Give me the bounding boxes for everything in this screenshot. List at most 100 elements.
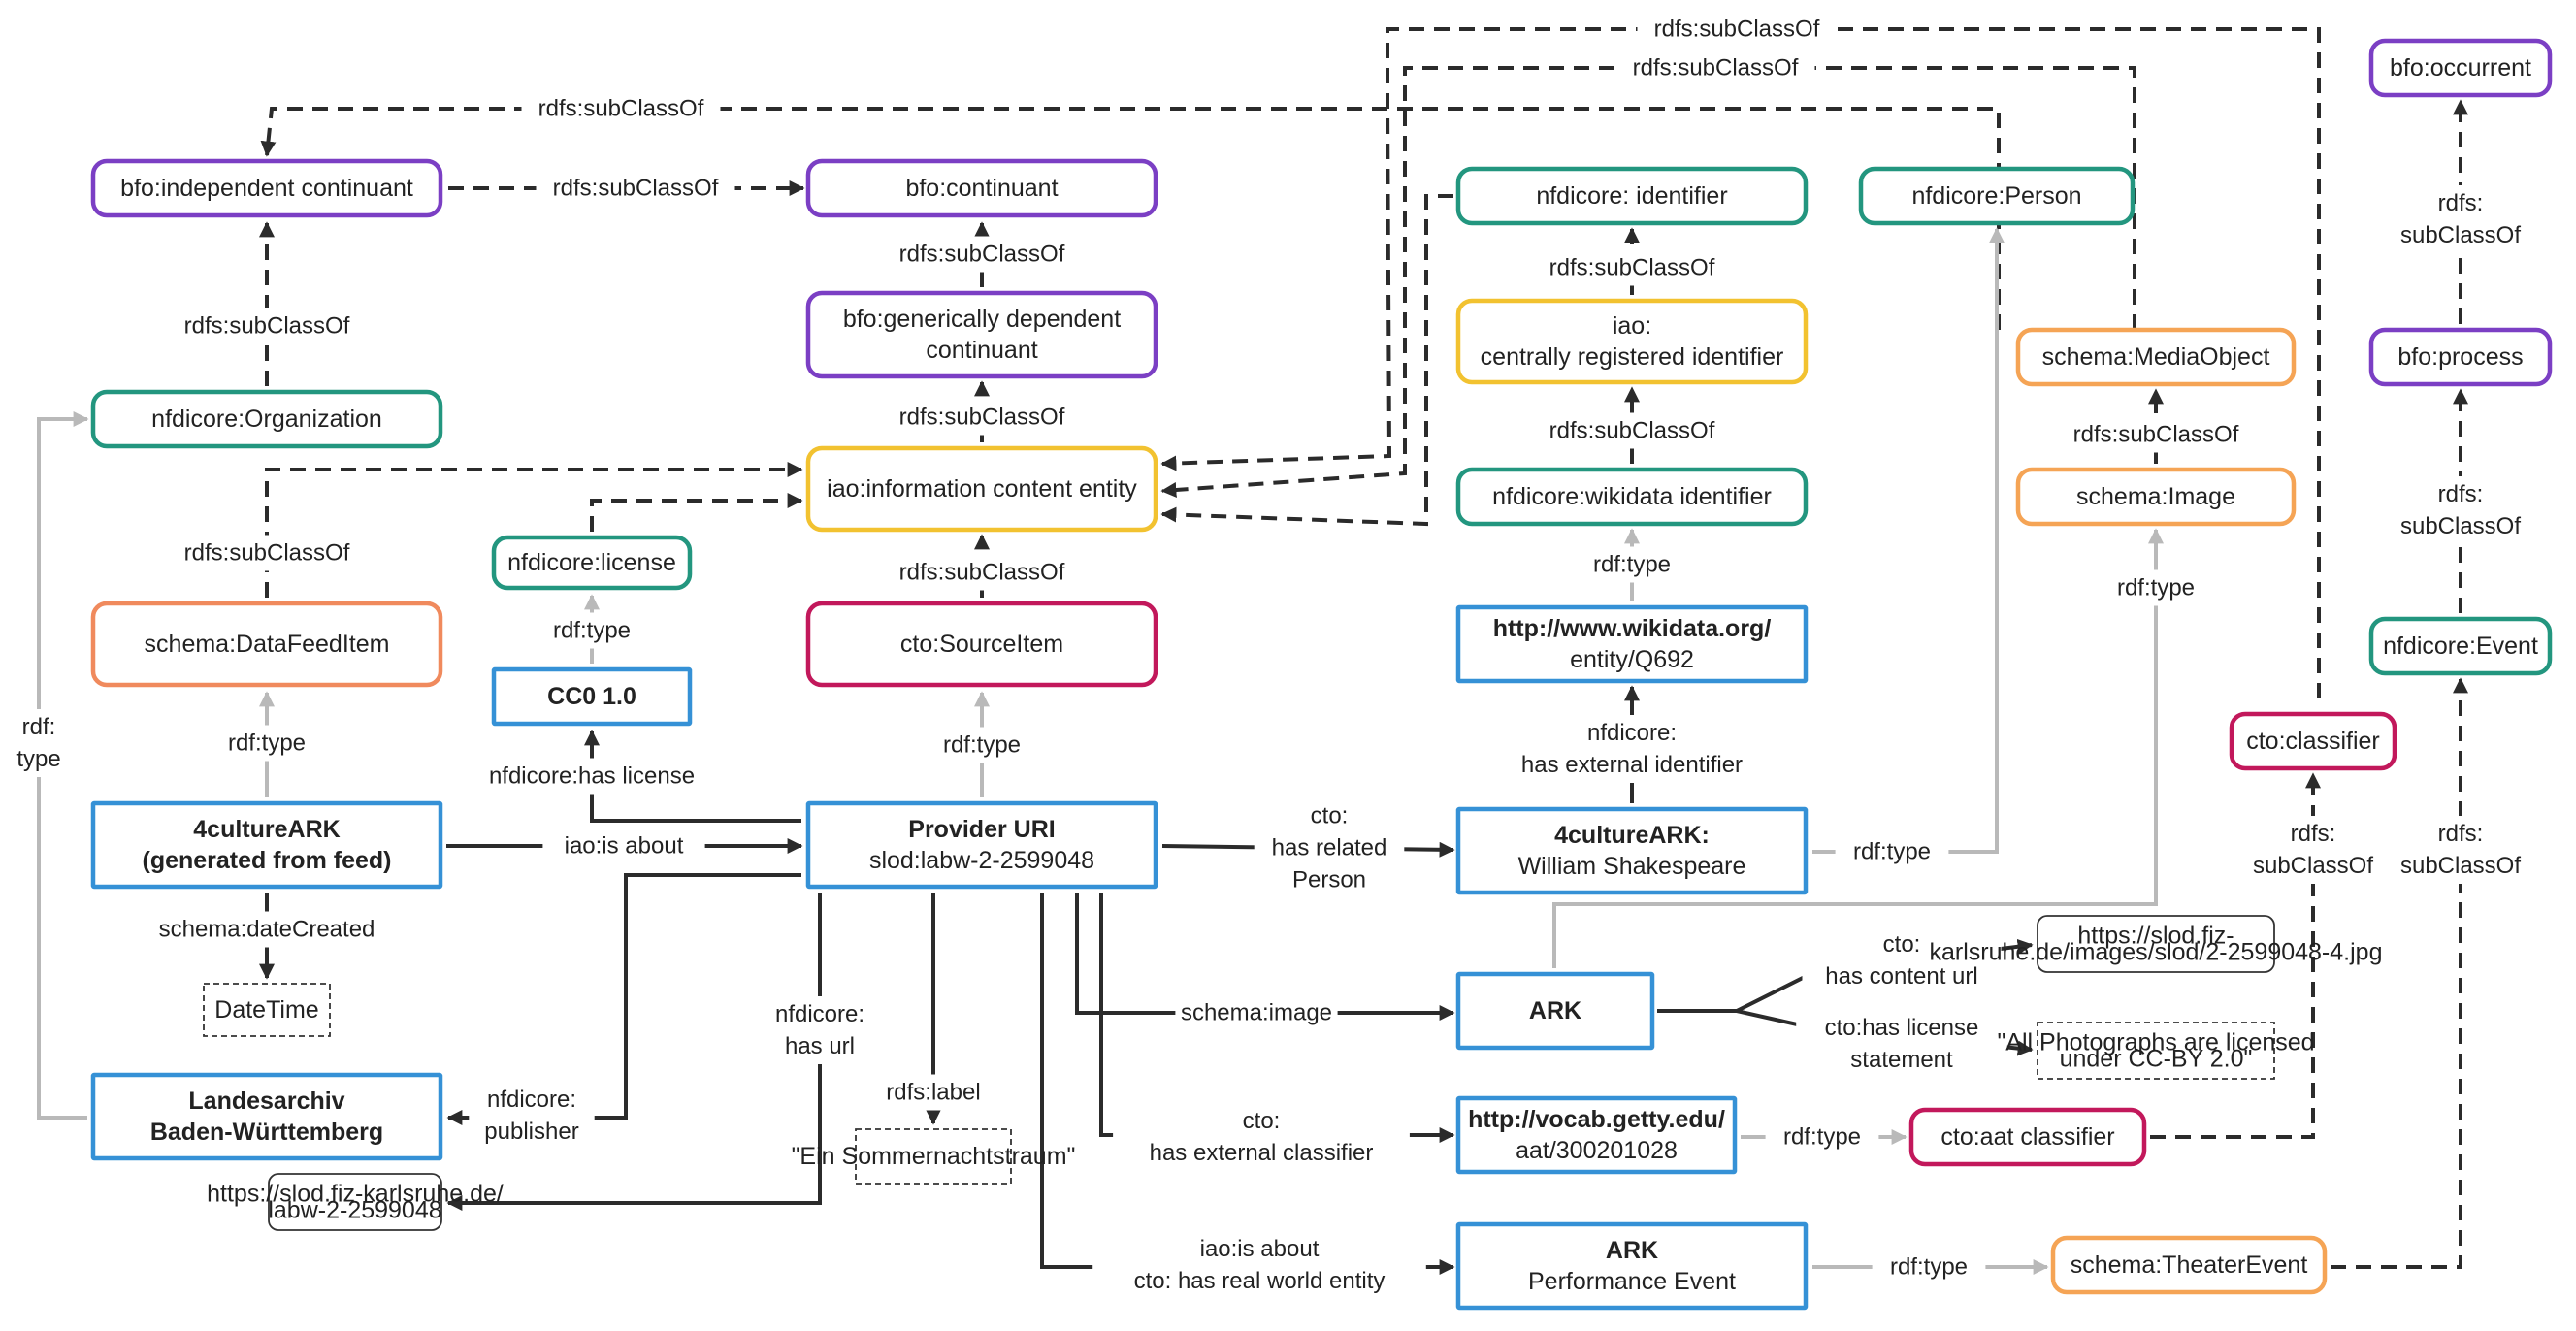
edge-label-text: schema:image [1181,1000,1332,1026]
edge-label-bg [536,170,735,207]
edge-label-bg [542,828,705,864]
node-label: aat/300201028 [1516,1137,1678,1164]
edge-label-text: has external classifier [1150,1140,1374,1166]
edge-label-bg [535,612,649,649]
node-label: CC0 1.0 [547,683,636,710]
edge-label-text: rdf:type [1853,839,1931,865]
node-label: bfo:independent continuant [120,175,413,202]
edge-label-bg [1796,1010,2007,1078]
edge-label-text: rdfs:subClassOf [1633,55,1799,81]
node-label: http://vocab.getty.edu/ [1468,1106,1725,1133]
node-label: slod:labw-2-2599048 [869,847,1094,874]
edge-label-bg [864,1074,1002,1111]
node-label: bfo:occurrent [2390,54,2531,81]
edge-label-text: rdfs:label [886,1080,980,1106]
node-getty-aat: http://vocab.getty.edu/aat/300201028 [1455,1095,1738,1175]
edge-label-bg [469,1082,595,1150]
edge-label-text: rdfs:subClassOf [553,176,719,202]
edge-label-bg [1802,926,2002,994]
edge-label-bg [2392,185,2529,253]
edge-label-text: rdfs:subClassOf [899,242,1065,268]
edge-label-ext-identifier: nfdicore:has external identifier [1484,715,1780,783]
edge-label-src-to-ice: rdfs:subClassOf [882,554,1082,591]
edge-label-text: schema:dateCreated [159,917,375,943]
edge-connector-31 [1552,528,2164,968]
edge-label-text: rdfs:subClassOf [1654,16,1820,43]
edge-label-gdc-to-cont: rdfs:subClassOf [882,236,1082,273]
node-label: entity/Q692 [1570,646,1694,673]
edge-label-bg [167,308,367,344]
edge-label-aat-type: rdf:type [1765,1119,1879,1155]
edge-connector-39 [2331,677,2468,1269]
node-iao-cri: iao:centrally registered identifier [1455,298,1809,385]
node-iao-ice: iao:information content entity [805,445,1158,533]
node-label: karlsruhe.de/images/slod/2-2599048-4.jpg [1930,939,2383,966]
edge-label-shak-type: rdf:type [1835,833,1949,870]
edge-label-text: rdf:type [1783,1124,1861,1151]
node-label: ARK [1606,1237,1658,1264]
edge-label-text: cto: [1311,803,1349,829]
edge-label-bg [1575,546,1689,583]
node-label: continuant [926,337,1037,364]
node-ark-image: ARK [1455,971,1655,1051]
edge-label-bg [1484,715,1780,783]
edge-label-bg [882,236,1082,273]
edge-label-bg [1175,994,1338,1031]
edge-label-org-to-ic: rdfs:subClassOf [167,308,367,344]
edge-label-text: rdfs:subClassOf [1549,418,1715,444]
edge-label-text: has url [785,1033,855,1059]
edge-label-text: rdfs:subClassOf [538,96,704,122]
edge-label-text: has content url [1825,963,1977,990]
edge-label-date-created: schema:dateCreated [148,911,385,948]
edge-label-bg [1872,1249,1986,1285]
node-ark-feed: 4cultureARK(generated from feed) [90,800,443,890]
edge-connector-1 [1160,66,2136,498]
node-label: ARK [1529,997,1581,1024]
node-schema-image: schema:Image [2015,467,2297,527]
edge-connector-29 [1812,227,2005,854]
node-datetime: DateTime [203,983,331,1037]
edge-label-text: cto: has real world entity [1134,1268,1386,1294]
edge-connector-0 [1160,27,2321,698]
edge-label-text: rdf:type [553,618,631,644]
node-bfo-gdc: bfo:generically dependent continuant [805,290,1158,379]
node-label: schema:Image [2076,483,2235,510]
node-label: bfo:generically dependent [843,306,1121,333]
edge-label-text: rdf:type [228,730,306,757]
edge-label-text: rdfs: [2291,821,2336,847]
node-cto-classifier: cto:classifier [2229,711,2397,771]
edge-label-text: nfdicore: [487,1087,576,1113]
edge-label-bg [462,758,722,795]
edge-label-bg [2392,816,2529,884]
edge-label-bg [210,725,324,762]
edge-label-bg [882,554,1082,591]
nodes-layer: bfo:independent continuant bfo:continuant… [90,38,2553,1311]
edge-label-bg [1532,249,1732,286]
edge-label-text: subClassOf [2253,853,2373,879]
node-cto-aat-classifier: cto:aat classifier [1908,1107,2147,1167]
edge-connector-35 [2150,772,2321,1139]
edge-label-text: statement [1850,1047,1953,1073]
edge-label-ice-to-gdc: rdfs:subClassOf [882,399,1082,436]
node-content-url: https://slod.fiz-karlsruhe.de/images/slo… [1930,915,2383,973]
node-label: bfo:continuant [905,175,1058,202]
edge-label-proc-to-occ: rdfs:subClassOf [2392,185,2529,253]
edge-label-text: has external identifier [1521,752,1743,778]
node-nfdicore-wikidata: nfdicore:wikidata identifier [1455,467,1809,527]
edge-label-bg [148,911,385,948]
edge-label-classifier-sub: rdfs: subClassOf [2244,816,2382,884]
edge-label-content-url-edge: cto:has content url [1802,926,2002,994]
edge-connector-24 [1040,893,1455,1275]
edge-label-cri-to-id: rdfs:subClassOf [1532,249,1732,286]
edge-label-text: iao:is about [1200,1236,1320,1262]
edge-label-text: rdfs: [2438,481,2484,507]
edge-label-text: rdfs:subClassOf [184,540,350,567]
edge-label-ic-to-cont: rdfs:subClassOf [536,170,735,207]
edge-label-theater-sub: rdfs:subClassOf [2392,816,2529,884]
edge-label-text: rdf:type [2117,575,2195,601]
edge-label-has-url: nfdicore:has url [757,996,883,1064]
